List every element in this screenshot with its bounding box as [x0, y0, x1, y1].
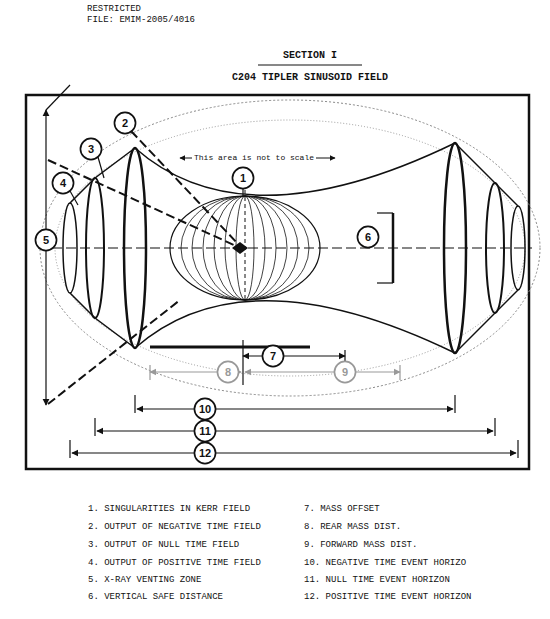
- legend-entry: 3. OUTPUT OF NULL TIME FIELD: [88, 540, 239, 551]
- legend-entry: 2. OUTPUT OF NEGATIVE TIME FIELD: [88, 522, 261, 533]
- callout-number: 4: [51, 171, 75, 195]
- legend-entry: 11. NULL TIME EVENT HORIZON: [304, 575, 450, 586]
- legend-entry: 10. NEGATIVE TIME EVENT HORIZO: [304, 558, 466, 569]
- legend-entry: 8. REAR MASS DIST.: [304, 522, 401, 533]
- callout-number: 6: [356, 225, 380, 249]
- callout-number: 2: [113, 111, 137, 135]
- callout-number: 8: [216, 360, 240, 384]
- legend-entry: 12. POSITIVE TIME EVENT HORIZON: [304, 592, 471, 603]
- subtitle: C204 TIPLER SINUSOID FIELD: [232, 72, 388, 83]
- callout-circle: 5: [34, 228, 58, 252]
- callout-number: 9: [333, 360, 357, 384]
- callout-circle: 11: [193, 419, 217, 443]
- callout-number: 11: [193, 419, 217, 443]
- header-mark: RESTRICTED: [87, 4, 141, 15]
- callout-number: 1: [231, 166, 255, 190]
- callout-number: 3: [79, 137, 103, 161]
- section-heading: SECTION I: [283, 50, 337, 61]
- legend-entry: 5. X-RAY VENTING ZONE: [88, 575, 201, 586]
- callout-circle: 3: [79, 137, 103, 161]
- callout-circle: 9: [333, 360, 357, 384]
- legend-entry: 4. OUTPUT OF POSITIVE TIME FIELD: [88, 558, 261, 569]
- legend-entry: 1. SINGULARITIES IN KERR FIELD: [88, 504, 250, 515]
- callout-number: 12: [193, 441, 217, 465]
- legend-entry: 7. MASS OFFSET: [304, 504, 380, 515]
- callout-circle: 2: [113, 111, 137, 135]
- callout-circle: 12: [193, 441, 217, 465]
- callout-number: 5: [34, 228, 58, 252]
- callout-circle: 4: [51, 171, 75, 195]
- callout-number: 10: [193, 397, 217, 421]
- callout-circle: 1: [231, 166, 255, 190]
- callout-circle: 7: [261, 344, 285, 368]
- file-reference: FILE: EMIM-2005/4016: [87, 15, 195, 26]
- callout-circle: 6: [356, 225, 380, 249]
- scale-note: This area is not to scale: [192, 152, 316, 163]
- legend-entry: 9. FORWARD MASS DIST.: [304, 540, 417, 551]
- callout-number: 7: [261, 344, 285, 368]
- callout-circle: 8: [216, 360, 240, 384]
- callout-circle: 10: [193, 397, 217, 421]
- legend-entry: 6. VERTICAL SAFE DISTANCE: [88, 592, 223, 603]
